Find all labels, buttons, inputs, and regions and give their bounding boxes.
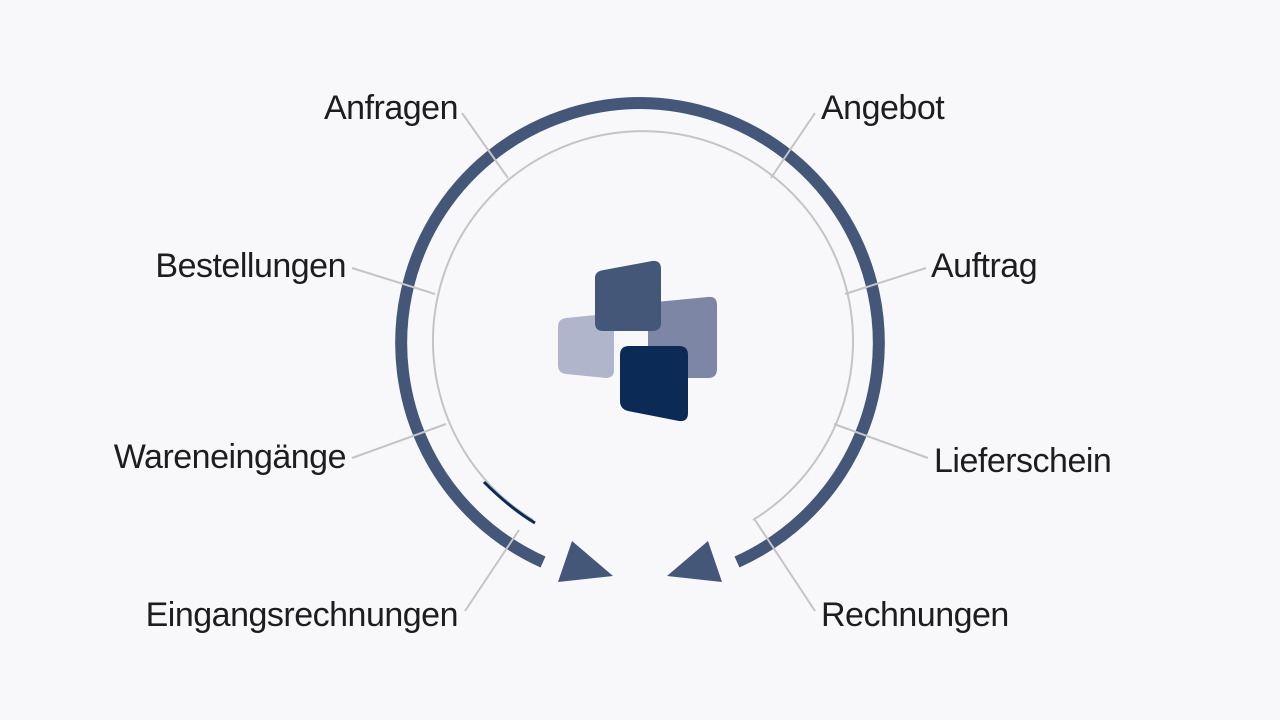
- label-angebot: Angebot: [821, 89, 945, 127]
- outer-arrow-left: [395, 97, 641, 568]
- label-anfragen: Anfragen: [324, 89, 458, 127]
- outer-arrow-right: [639, 97, 885, 568]
- connector-angebot: [770, 112, 816, 179]
- connector-rechnungen: [754, 519, 816, 612]
- label-rechnungen: Rechnungen: [821, 596, 1009, 634]
- label-bestellungen: Bestellungen: [155, 247, 346, 285]
- logo-square-dark: [620, 346, 688, 422]
- inner-ring: [432, 130, 854, 521]
- connector-eingangsrechnungen: [464, 529, 520, 612]
- logo-icon: [558, 260, 717, 422]
- connector-wareneingaenge: [351, 423, 447, 459]
- label-eingangsrechnungen: Eingangsrechnungen: [146, 596, 458, 634]
- arrowhead-right-icon: [667, 541, 722, 582]
- connector-auftrag: [844, 267, 927, 295]
- label-wareneingaenge: Wareneingänge: [114, 438, 346, 476]
- arrowhead-left-icon: [558, 541, 613, 582]
- connector-anfragen: [461, 112, 509, 179]
- label-auftrag: Auftrag: [931, 247, 1037, 285]
- progress-mark: [482, 480, 536, 525]
- label-lieferschein: Lieferschein: [934, 442, 1111, 480]
- logo-square-mid: [595, 260, 661, 331]
- connector-bestellungen: [351, 267, 436, 295]
- connector-lieferschein: [833, 423, 929, 459]
- connector-lines: [351, 112, 929, 612]
